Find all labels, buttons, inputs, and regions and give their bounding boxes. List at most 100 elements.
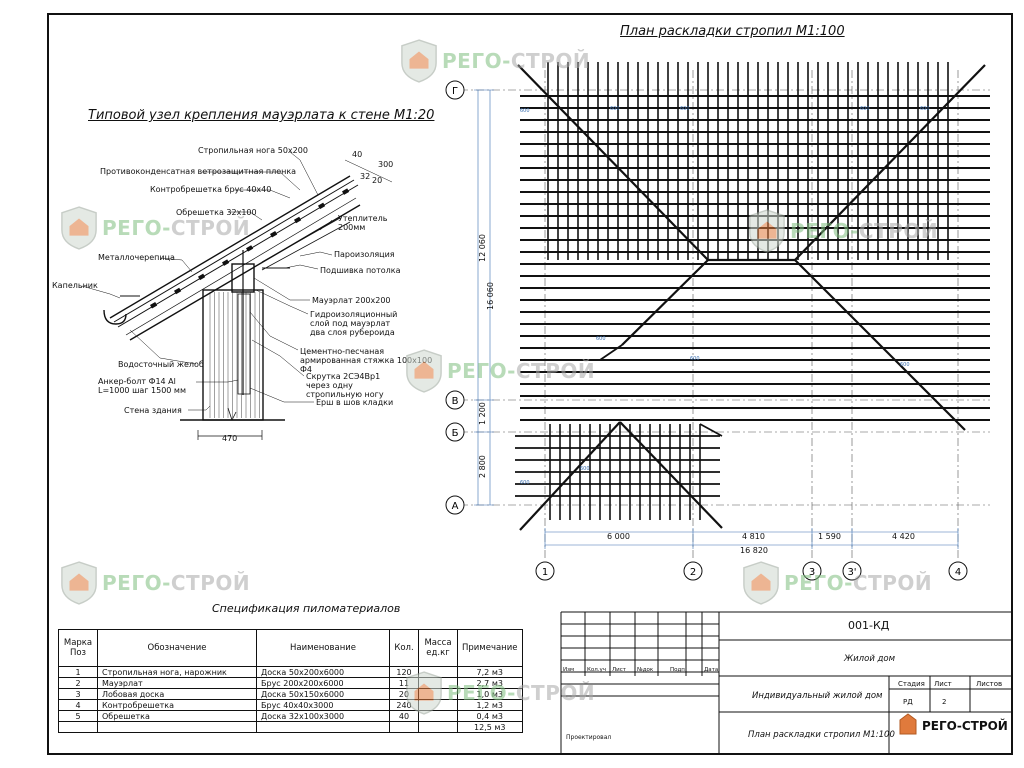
axis-bubble-col (842, 561, 862, 581)
axis-label-col: 1 (542, 567, 548, 578)
plan-dim-2-3: 4 810 (742, 532, 765, 541)
spec-cell (418, 721, 458, 733)
node-label-screed: Цементно-песчаная армированная стяжка 10… (300, 347, 433, 374)
axis-bubble-row (445, 80, 465, 100)
axis-label-row: Б (452, 428, 459, 439)
roof-dim-line (344, 159, 393, 183)
stamp-col-head: Кол.уч (587, 667, 607, 673)
watermark-text: РЕГО-СТРОЙ (447, 359, 596, 383)
axis-bubble-col (802, 561, 822, 581)
rafter-spacing-label: 600 (900, 362, 910, 368)
watermark: РЕГО-СТРОЙ (405, 348, 595, 394)
node-title: Типовой узел крепления мауэрлата к стене… (88, 108, 435, 123)
wall-outline (202, 289, 264, 421)
rafter-spacing-label: 600 (690, 356, 700, 362)
stamp-checked: Проектировал (566, 734, 612, 741)
leader-line (159, 257, 193, 273)
axis-label-col: 3' (847, 567, 856, 578)
axis-label-row: А (452, 501, 459, 512)
spec-cell (256, 721, 390, 733)
node-label-batten: Обрешетка 32х100 (176, 208, 257, 217)
spec-cell: Контробрешетка (97, 699, 257, 711)
node-label-metal-tile: Металлочерепица (98, 253, 175, 262)
node-label-vapor: Пароизоляция (334, 250, 395, 259)
node-dim-20: 20 (372, 176, 383, 185)
plan-dim-left-total: 16 060 (486, 282, 495, 310)
leader-line (251, 339, 305, 377)
spec-title: Спецификация пиломатериалов (212, 602, 401, 615)
batten-mark (318, 202, 326, 210)
watermark-shield-icon (749, 209, 785, 253)
spec-head-note: Примечание (457, 629, 523, 667)
watermark-text: РЕГО-СТРОЙ (447, 681, 596, 705)
leader-line (202, 171, 301, 191)
stamp-stage: РД (903, 698, 913, 706)
axis-label-row: Г (452, 86, 458, 97)
leader-line (284, 264, 319, 270)
plan-dim-left-1: 12 060 (478, 234, 487, 262)
batten-mark (149, 302, 158, 309)
node-label-ceiling: Подшивка потолка (320, 266, 401, 275)
watermark-shield-icon (406, 349, 442, 393)
leader-line (255, 289, 309, 315)
axis-bubble-row (445, 422, 465, 442)
hip-line-nw (517, 64, 709, 261)
stamp-col-head: №док (637, 667, 654, 673)
leader-line (253, 277, 310, 301)
batten-mark (197, 273, 206, 281)
leader-line (299, 251, 333, 257)
node-label-wall: Стена здания (124, 406, 182, 415)
rafter-bottom-line (129, 204, 361, 341)
node-dim-300: 300 (378, 160, 394, 169)
stamp-stage-head: Стадия (898, 680, 925, 688)
node-label-drip: Капельник (52, 281, 98, 290)
axis-bubble-col (535, 561, 555, 581)
node-label-ruff: Ерш в шов кладки (316, 398, 394, 407)
node-label-counterbatten: Контробрешетка брус 40х40 (150, 185, 272, 194)
node-label-rafter: Стропильная нога 50х200 (198, 146, 308, 155)
rafter-spacing-label: 600 (596, 336, 606, 342)
leader-line (249, 387, 314, 403)
watermark: РЕГО-СТРОЙ (60, 205, 250, 251)
node-label-twist: Скрутка 2СЭ4Вр1 через одну стропильную н… (306, 372, 384, 399)
stamp-col-head: Лист (612, 667, 626, 673)
spec-cell: Лобовая доска (97, 688, 257, 700)
batten-mark (246, 245, 254, 252)
hip-line-wing-se (619, 421, 723, 529)
hip-line-ne (794, 64, 986, 261)
spec-cell: Доска 50х150х6000 (256, 688, 390, 700)
stamp-col-head: Изм (563, 667, 575, 673)
spec-cell: Доска 50х200х6000 (256, 666, 390, 678)
batten-mark (342, 188, 350, 195)
batten-mark (221, 259, 230, 266)
spec-table: Марка Поз Обозначение Наименование Кол. … (58, 629, 523, 733)
batten-mark (270, 231, 278, 238)
spec-cell: 2 (58, 677, 98, 689)
plan-dim-left-2: 1 200 (478, 402, 487, 425)
spec-head-name: Наименование (256, 629, 390, 667)
watermark: РЕГО-СТРОЙ (748, 208, 938, 254)
axis-bubble-row (445, 390, 465, 410)
roof-tile-layer (113, 179, 355, 323)
leader-line (249, 311, 299, 351)
hip-line-w-lower (621, 259, 709, 346)
spec-cell: Брус 200х200х6000 (256, 677, 390, 689)
spec-cell: Обрешетка (97, 710, 257, 722)
vapor-line (261, 221, 351, 271)
rafter-spacing-label: 600 (680, 106, 690, 112)
spec-cell: 3 (58, 688, 98, 700)
stamp-sheets-head: Листов (976, 680, 1003, 688)
watermark: РЕГО-СТРОЙ (405, 670, 595, 716)
rafter-spacing-label: 600 (860, 106, 870, 112)
spec-cell: Мауэрлат (97, 677, 257, 689)
spec-header-row: Марка Поз Обозначение Наименование Кол. … (58, 629, 523, 667)
stamp-object: Жилой дом (844, 654, 896, 664)
axis-label-row: В (452, 396, 459, 407)
leader-line (188, 405, 211, 411)
stamp-col-head: Дата (704, 667, 719, 673)
leader-line (234, 189, 291, 199)
plan-dim-3-3p: 1 590 (818, 532, 841, 541)
node-label-anchor: Анкер-болт Ф14 Al L=1000 шаг 1500 мм (98, 377, 187, 395)
leader-line (228, 211, 263, 221)
